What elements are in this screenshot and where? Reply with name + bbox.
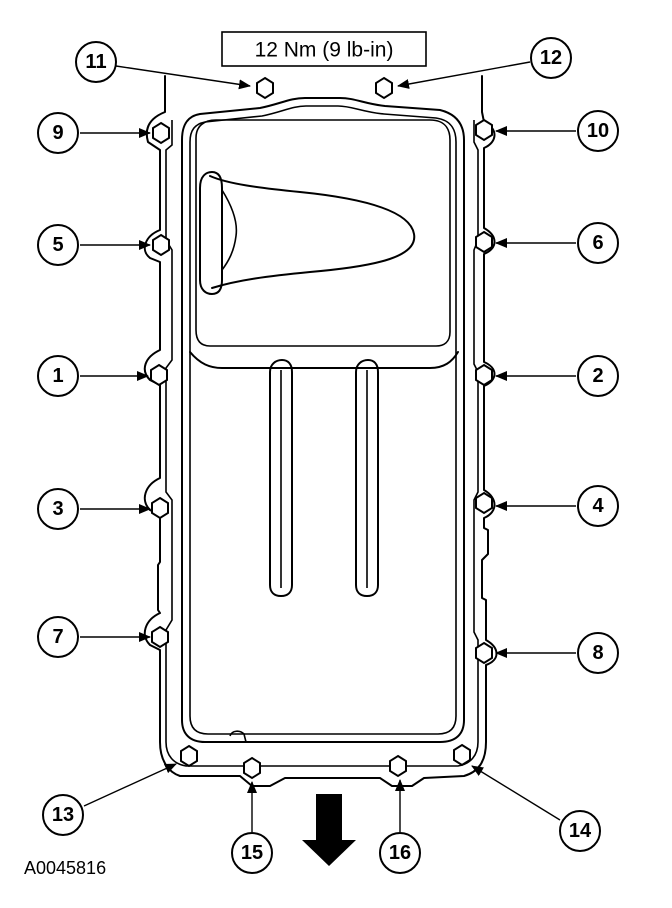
callout-14: 14 xyxy=(559,810,601,852)
callout-8: 8 xyxy=(577,632,619,674)
bolt-8 xyxy=(475,641,493,665)
callout-4: 4 xyxy=(577,485,619,527)
oil-pan-inner-flange xyxy=(165,120,479,767)
pan-rib-right xyxy=(355,359,379,597)
callout-10: 10 xyxy=(577,110,619,152)
pan-rib-left xyxy=(269,359,293,597)
callout-6: 6 xyxy=(577,222,619,264)
oil-pickup-inner xyxy=(221,189,238,271)
svg-text:10: 10 xyxy=(587,120,609,142)
bolt-13 xyxy=(180,744,198,768)
svg-text:12: 12 xyxy=(540,47,562,69)
bolt-10 xyxy=(475,118,493,142)
callout-3: 3 xyxy=(37,488,79,530)
svg-text:8: 8 xyxy=(592,642,603,664)
callout-1: 1 xyxy=(37,355,79,397)
svg-text:9: 9 xyxy=(52,122,63,144)
callout-2: 2 xyxy=(577,355,619,397)
svg-text:11: 11 xyxy=(85,51,106,73)
svg-text:6: 6 xyxy=(592,232,603,254)
bolt-6 xyxy=(475,230,493,254)
front-direction-arrow xyxy=(302,794,356,866)
svg-text:16: 16 xyxy=(389,842,411,864)
svg-text:5: 5 xyxy=(52,234,63,256)
svg-text:13: 13 xyxy=(52,804,74,826)
svg-text:3: 3 xyxy=(52,498,63,520)
bolt-16 xyxy=(389,754,407,778)
bolt-3 xyxy=(151,496,169,520)
bolt-12 xyxy=(375,76,393,100)
callout-12: 12 xyxy=(530,37,572,79)
bolt-14 xyxy=(453,743,471,767)
svg-text:14: 14 xyxy=(569,820,592,842)
bolt-4 xyxy=(475,491,493,515)
bolt-heads xyxy=(150,76,493,780)
callout-15: 15 xyxy=(231,832,273,874)
callout-13: 13 xyxy=(42,794,84,836)
callout-9: 9 xyxy=(37,112,79,154)
svg-text:7: 7 xyxy=(52,626,63,648)
svg-text:1: 1 xyxy=(52,365,63,387)
callout-16: 16 xyxy=(379,832,421,874)
callout-5: 5 xyxy=(37,224,79,266)
pan-body-outline xyxy=(181,97,465,743)
bolt-9 xyxy=(152,121,170,145)
torque-spec-label: 12 Nm (9 lb-in) xyxy=(221,31,427,67)
drain-boss xyxy=(229,730,247,743)
leader-lines xyxy=(80,61,576,832)
oil-pickup-screen xyxy=(209,175,416,289)
callout-11: 11 xyxy=(75,41,117,83)
oil-pan-outer-flange xyxy=(143,75,498,787)
svg-text:4: 4 xyxy=(592,495,604,517)
svg-text:2: 2 xyxy=(592,365,603,387)
bolt-15 xyxy=(243,756,261,780)
torque-spec-text: 12 Nm (9 lb-in) xyxy=(255,39,394,62)
sump-well-lower-edge xyxy=(189,351,459,369)
bolt-2 xyxy=(475,363,493,387)
svg-text:15: 15 xyxy=(241,842,263,864)
sump-well xyxy=(195,119,451,347)
oil-pickup-tube xyxy=(199,171,223,295)
bolt-11 xyxy=(256,76,274,100)
bolt-1 xyxy=(150,363,168,387)
pan-body-inner-line xyxy=(189,105,457,735)
bolt-7 xyxy=(151,625,169,649)
callout-7: 7 xyxy=(37,616,79,658)
bolt-5 xyxy=(152,233,170,257)
figure-id: A0045816 xyxy=(24,858,106,878)
